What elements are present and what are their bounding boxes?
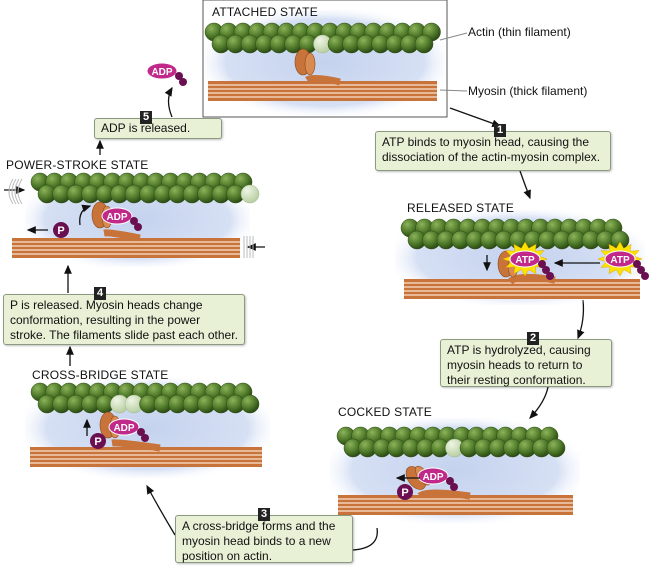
adp-bound-icon: [417, 467, 449, 485]
phosphate-bead: [637, 266, 645, 274]
myosin-leader-line: [439, 89, 468, 92]
phosphate-bead: [137, 428, 145, 436]
released-state-title: RELEASED STATE: [407, 201, 515, 215]
atp-bound-icon: [509, 250, 541, 268]
attached-state-panel: [202, 0, 468, 118]
phosphate-icon: [90, 433, 106, 449]
myosin-filament: [404, 279, 640, 299]
step-3-text: A cross-bridge forms and the myosin head…: [182, 519, 336, 563]
phosphate-bead: [179, 78, 187, 86]
power-stroke-state-title: POWER-STROKE STATE: [6, 158, 149, 172]
actin-bead: [546, 438, 566, 458]
actin-leader-line: [439, 32, 468, 41]
cross-bridge-state-panel: ADP P: [25, 378, 270, 478]
step-3-box: A cross-bridge forms and the myosin head…: [175, 515, 353, 563]
step-2-badge: 2: [527, 332, 539, 345]
adp-bound-label: ADP: [422, 472, 443, 483]
myosin-neck: [103, 229, 141, 242]
atp-bound-label: ATP: [515, 255, 535, 266]
arrow-step3-to-cross-bridge: [146, 484, 176, 536]
phosphate-label: P: [401, 487, 408, 499]
myosin-filament: [12, 238, 240, 258]
myosin-label: Myosin (thick filament): [468, 84, 588, 98]
arrow-released-to-step2: [577, 299, 585, 340]
arrow-step2-to-cocked: [529, 386, 549, 419]
adp-bound-icon: [108, 418, 140, 436]
myosin-filament: [208, 81, 437, 101]
phosphate-bead: [641, 272, 649, 280]
motion-line: [17, 178, 23, 205]
step-1-badge: 1: [494, 124, 506, 137]
adp-released: ADP: [146, 62, 187, 118]
arrow-attached-to-step1: [449, 107, 502, 128]
phosphate-label: P: [57, 225, 64, 237]
adp-release-arrow: [164, 86, 173, 118]
phosphate-bead: [546, 272, 554, 280]
step-5-box: ADP is released.: [94, 118, 222, 139]
step-4-badge: 4: [94, 287, 106, 300]
myosin-filament: [30, 447, 262, 467]
phosphate-bead: [538, 260, 546, 268]
phosphate-icon: [397, 484, 413, 500]
phosphate-bead: [446, 477, 454, 485]
step-3-badge: 3: [258, 508, 270, 521]
actin-binding-site: [240, 184, 260, 204]
arrow-cocked-to-step3: [352, 527, 378, 551]
phosphate-label: P: [94, 436, 101, 448]
phosphate-bead: [633, 260, 641, 268]
motion-line: [14, 178, 20, 205]
phosphate-bead: [130, 217, 138, 225]
phosphate-bead: [141, 434, 149, 442]
phosphate-icon: [53, 222, 69, 238]
phosphate-bead: [542, 266, 550, 274]
adp-bound-label: ADP: [106, 212, 127, 223]
actin-bead: [414, 34, 434, 54]
cross-bridge-state-title: CROSS-BRIDGE STATE: [32, 368, 169, 382]
myosin-neck: [111, 439, 161, 452]
myosin-filament: [338, 495, 573, 515]
atp-free-icon: [604, 250, 636, 268]
step-1-box: ATP binds to myosin head, causing the di…: [375, 131, 611, 171]
adp-free-label: ADP: [151, 67, 172, 78]
myosin-head: [304, 52, 316, 76]
step-2-text: ATP is hydrolyzed, causing myosin heads …: [447, 343, 591, 387]
phosphate-bead: [134, 223, 142, 231]
adp-bound-label: ADP: [113, 423, 134, 434]
actin-bead: [240, 394, 260, 414]
adp-free-icon: [146, 62, 178, 80]
cocked-state-title: COCKED STATE: [338, 405, 432, 419]
arrow-step1-to-released: [519, 170, 531, 200]
phosphate-bead: [450, 483, 458, 491]
actin-label: Actin (thin filament): [468, 25, 571, 39]
motion-line: [11, 178, 17, 205]
step-2-box: ATP is hydrolyzed, causing myosin heads …: [440, 339, 612, 387]
myosin-neck: [305, 74, 341, 86]
step-1-text: ATP binds to myosin head, causing the di…: [382, 135, 601, 164]
power-stroke-arrow: [79, 204, 92, 226]
step-4-box: P is released. Myosin heads change confo…: [3, 294, 245, 345]
cocked-state-panel: ADP P: [330, 418, 580, 523]
step-4-text: P is released. Myosin heads change confo…: [10, 298, 238, 342]
adp-bound-icon: [101, 207, 133, 225]
power-stroke-state-panel: ADP P: [4, 172, 265, 267]
atp-free-label: ATP: [610, 255, 630, 266]
myosin-neck: [417, 489, 471, 500]
step-5-text: ADP is released.: [101, 121, 191, 135]
phosphate-bead: [175, 72, 183, 80]
released-state-panel: ATP ATP: [395, 210, 649, 305]
attached-state-title: ATTACHED STATE: [212, 5, 318, 19]
step-5-badge: 5: [140, 111, 152, 124]
motion-line: [8, 178, 14, 205]
